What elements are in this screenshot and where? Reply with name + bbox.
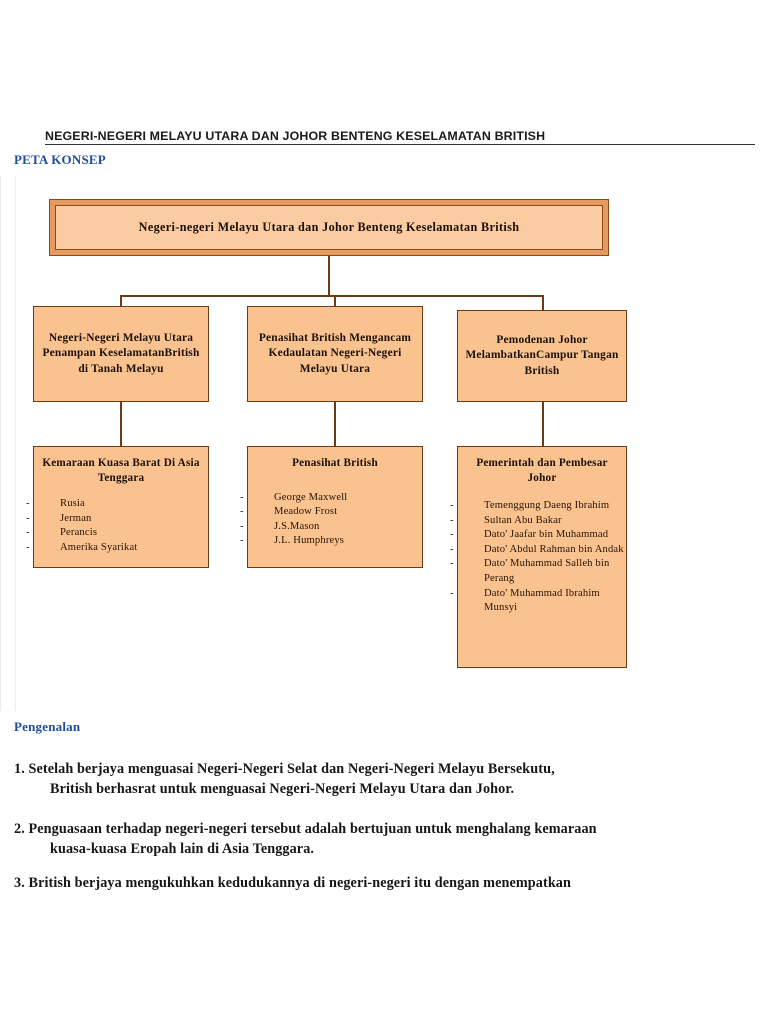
list-item: Dato' Muhammad Ibrahim Munsyi xyxy=(450,587,626,616)
paragraph-1: 1. Setelah berjaya menguasai Negeri-Nege… xyxy=(14,759,734,799)
node-level3-kemaraan-kuasa-barat[interactable]: Kemaraan Kuasa Barat Di Asia Tenggara Ru… xyxy=(26,446,209,568)
paragraph-number: 3. xyxy=(14,875,25,891)
connector-root-stem xyxy=(328,256,330,296)
list-item: J.S.Mason xyxy=(240,520,422,535)
list-item: George Maxwell xyxy=(240,491,422,506)
section-subtitle: PETA KONSEP xyxy=(14,152,106,167)
concept-map-diagram: Negeri-negeri Melayu Utara dan Johor Ben… xyxy=(0,176,768,711)
connector-n2b-to-n3b xyxy=(334,402,336,446)
node-label: Penasihat British Mengancam Kedaulatan N… xyxy=(258,331,412,375)
list-item: Perancis xyxy=(26,526,208,541)
root-node-label: Negeri-negeri Melayu Utara dan Johor Ben… xyxy=(138,219,520,234)
list-item: J.L. Humphreys xyxy=(240,534,422,549)
node-level3-penasihat-british-list[interactable]: Penasihat British George Maxwell Meadow … xyxy=(240,446,423,568)
paragraph-2: 2. Penguasaan terhadap negeri-negeri ter… xyxy=(14,819,734,859)
connector-n2c-to-n3c xyxy=(542,402,544,446)
node-body: Penasihat British Mengancam Kedaulatan N… xyxy=(248,307,422,401)
node-item-list: Temenggung Daeng Ibrahim Sultan Abu Baka… xyxy=(450,499,626,616)
connector-to-n2-a xyxy=(120,295,122,307)
node-item-list: Rusia Jerman Perancis Amerika Syarikat xyxy=(26,497,208,556)
list-item: Dato' Jaafar bin Muhammad xyxy=(450,528,626,543)
connector-level2-bus xyxy=(120,295,543,297)
list-item: Temenggung Daeng Ibrahim xyxy=(450,499,626,514)
node-heading: Kemaraan Kuasa Barat Di Asia Tenggara xyxy=(42,457,200,484)
connector-to-n2-c xyxy=(542,295,544,311)
list-item: Amerika Syarikat xyxy=(26,541,208,556)
node-heading: Pemerintah dan Pembesar Johor xyxy=(476,457,608,484)
canvas-left-edge xyxy=(15,176,16,711)
root-node[interactable]: Negeri-negeri Melayu Utara dan Johor Ben… xyxy=(49,199,609,256)
paragraph-line-2: kuasa-kuasa Eropah lain di Asia Tenggara… xyxy=(50,841,315,857)
connector-n2a-to-n3a xyxy=(120,402,122,446)
node-level3-pemerintah-pembesar-johor[interactable]: Pemerintah dan Pembesar Johor Temenggung… xyxy=(450,446,627,668)
pengenalan-heading: Pengenalan xyxy=(14,719,81,734)
paragraph-number: 2. xyxy=(14,821,25,837)
page-title: NEGERI-NEGERI MELAYU UTARA DAN JOHOR BEN… xyxy=(45,129,755,145)
paragraph-line-1: Setelah berjaya menguasai Negeri-Negeri … xyxy=(28,761,555,777)
node-heading: Penasihat British xyxy=(292,457,378,469)
paragraph-line-1: Penguasaan terhadap negeri-negeri terseb… xyxy=(28,821,597,837)
list-item: Meadow Frost xyxy=(240,505,422,520)
node-label: Negeri-Negeri Melayu Utara Penampan Kese… xyxy=(42,331,200,375)
paragraph-line-1: British berjaya mengukuhkan kedudukannya… xyxy=(28,875,571,891)
node-level2-penasihat-british[interactable]: Penasihat British Mengancam Kedaulatan N… xyxy=(247,306,423,402)
list-item: Sultan Abu Bakar xyxy=(450,514,626,529)
root-node-inner: Negeri-negeri Melayu Utara dan Johor Ben… xyxy=(55,205,603,250)
node-level2-penampan[interactable]: Negeri-Negeri Melayu Utara Penampan Kese… xyxy=(33,306,209,402)
paragraph-number: 1. xyxy=(14,761,25,777)
paragraph-line-2: British berhasrat untuk menguasai Negeri… xyxy=(50,781,515,797)
connector-to-n2-b xyxy=(334,295,336,307)
node-level2-pemodenan-johor[interactable]: Pemodenan Johor MelambatkanCampur Tangan… xyxy=(457,310,627,402)
paragraph-3: 3. British berjaya mengukuhkan kedudukan… xyxy=(14,873,734,893)
node-label: Pemodenan Johor MelambatkanCampur Tangan… xyxy=(465,333,619,377)
list-item: Jerman xyxy=(26,512,208,527)
node-item-list: George Maxwell Meadow Frost J.S.Mason J.… xyxy=(240,491,422,549)
node-body: Negeri-Negeri Melayu Utara Penampan Kese… xyxy=(34,307,208,401)
node-body: Pemodenan Johor MelambatkanCampur Tangan… xyxy=(458,311,626,401)
list-item: Dato' Muhammad Salleh bin Perang xyxy=(450,557,626,586)
list-item: Rusia xyxy=(26,497,208,512)
list-item: Dato' Abdul Rahman bin Andak xyxy=(450,543,626,558)
